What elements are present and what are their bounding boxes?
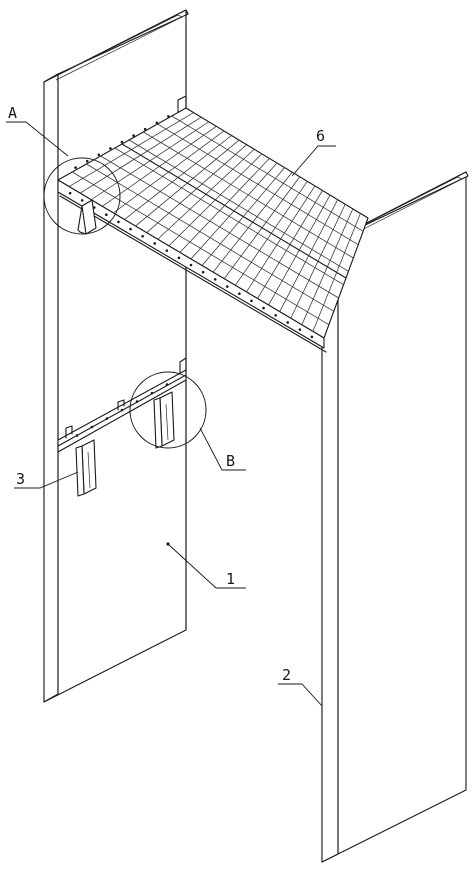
bracket-lower-right — [153, 391, 175, 449]
ledger-bolt — [135, 400, 139, 403]
mesh-slat — [179, 158, 270, 253]
left-edge-bolt — [155, 121, 159, 125]
callout-3-label: 3 — [16, 470, 25, 488]
mesh-slat — [201, 167, 285, 266]
ledger-bolt — [120, 408, 124, 412]
mesh-slat — [312, 213, 361, 332]
callout-1-label: 1 — [226, 570, 235, 588]
mesh-slat — [124, 135, 232, 220]
mesh-slat — [223, 176, 301, 279]
mesh-slat — [212, 171, 293, 273]
mesh-slat — [168, 153, 263, 247]
front-edge-bolt — [141, 234, 144, 238]
front-edge-bolt — [310, 335, 314, 339]
upper-support-bracket — [77, 199, 97, 235]
mesh-slat — [268, 194, 331, 306]
front-edge-bolt — [298, 328, 302, 331]
front-edge-bolt — [250, 299, 253, 303]
front-edge-bolt — [117, 220, 120, 224]
ledger-bolt — [165, 383, 169, 386]
mesh-slat — [290, 204, 346, 319]
front-edge-bolt — [213, 278, 217, 281]
callout-1: 1 — [166, 542, 246, 589]
mesh-slat — [190, 162, 278, 260]
front-edge-bolt — [177, 256, 181, 260]
front-edge-bolt — [262, 306, 265, 310]
front-edge-bolt — [189, 263, 193, 267]
mesh-slat — [257, 190, 323, 299]
front-edge-bolt — [68, 191, 72, 195]
mesh-slat — [68, 112, 194, 187]
mesh-slat — [91, 121, 209, 201]
callout-6: 6 — [291, 127, 336, 177]
detail-circle-b — [129, 371, 207, 449]
front-edge-bolt — [238, 292, 241, 296]
left-wall-panel — [43, 9, 189, 703]
left-edge-bolt — [109, 147, 112, 150]
mesh-slat — [135, 139, 240, 227]
left-edge-bolt — [132, 134, 135, 137]
front-edge-bolt — [286, 321, 290, 324]
bracket-lower-left — [75, 439, 97, 497]
mesh-slat — [235, 181, 308, 286]
front-edge-bolt — [153, 242, 157, 245]
ledger-bolt — [150, 391, 154, 395]
front-edge-bolt — [274, 313, 277, 317]
left-edge-bolt — [74, 166, 77, 169]
front-edge-bolt — [129, 227, 132, 231]
callout-6-label: 6 — [316, 127, 325, 145]
mesh-slat — [79, 116, 202, 194]
front-edge-bolt — [225, 285, 229, 288]
mesh-slat — [102, 126, 217, 207]
front-edge-bolt — [80, 199, 84, 202]
mesh-slat — [301, 208, 354, 325]
callout-2: 2 — [278, 666, 323, 707]
left-edge-bolt — [143, 127, 147, 131]
mid-ledger-rail — [57, 357, 187, 453]
ledger-bolt — [105, 417, 109, 420]
mesh-floor — [57, 95, 369, 353]
ledger-bolt — [75, 434, 79, 437]
callout-a: A — [6, 104, 69, 157]
mesh-slat — [246, 185, 316, 293]
mesh-slat — [146, 144, 247, 233]
callout-a-label: A — [8, 104, 17, 122]
callout-3: 3 — [14, 470, 79, 489]
detail-circle-a — [43, 157, 121, 235]
front-edge-bolt — [165, 249, 169, 252]
mesh-slat — [157, 148, 255, 240]
left-edge-bolt — [120, 140, 124, 144]
mesh-slat — [113, 130, 225, 214]
front-edge-bolt — [201, 270, 205, 274]
callout-2-label: 2 — [282, 666, 291, 684]
callout-b-label: B — [226, 452, 235, 470]
left-edge-bolt — [85, 159, 89, 163]
mesh-slat — [279, 199, 338, 312]
callout-b: B — [199, 427, 246, 471]
front-edge-bolt — [105, 213, 108, 217]
left-edge-bolt — [167, 115, 170, 118]
ledger-bolt — [90, 425, 94, 429]
left-edge-bolt — [97, 153, 101, 157]
